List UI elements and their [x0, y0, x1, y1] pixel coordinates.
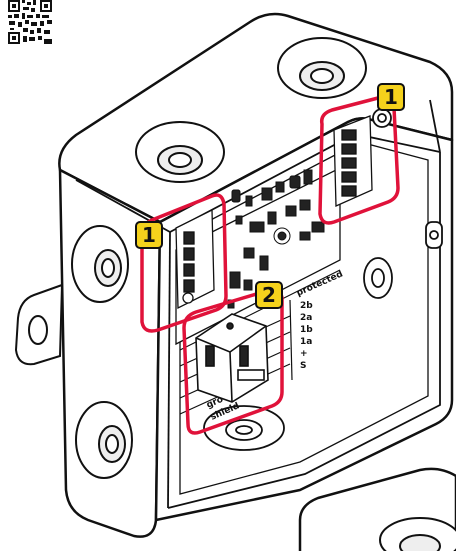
- pcb-board: [175, 166, 341, 346]
- callout-number: 2: [262, 283, 276, 307]
- terminal-label-plus: +: [300, 349, 308, 359]
- terminal-label-s: S: [300, 361, 306, 371]
- highlight-module: [182, 287, 284, 435]
- box-rim: [75, 99, 441, 509]
- screw-hole-top-right: [372, 108, 392, 128]
- callout-number: 1: [142, 223, 156, 247]
- callout-badge-2: 2: [255, 281, 283, 309]
- callout-badge-1-right: 1: [377, 83, 405, 111]
- terminal-block-right: [333, 115, 373, 207]
- cable-gland-top-right: [277, 37, 367, 99]
- qr-code-icon: [8, 0, 52, 44]
- callout-badge-1-left: 1: [135, 221, 163, 249]
- inner-knockout-right: [363, 257, 393, 299]
- terminal-label-2b: 2b: [300, 301, 313, 311]
- terminal-label-1b: 1b: [300, 325, 313, 335]
- second-box-partial: [298, 467, 456, 551]
- mounting-tab: [14, 283, 64, 366]
- cable-gland-front-lower: [75, 401, 133, 479]
- side-latch-right: [425, 221, 443, 249]
- terminal-block-left: [175, 208, 215, 310]
- terminal-label-2a: 2a: [300, 313, 312, 323]
- pcb-components: [227, 169, 325, 309]
- terminal-label-1a: 1a: [300, 337, 312, 347]
- inner-knockout-bottom: [203, 405, 285, 451]
- highlight-terminal-right: [318, 95, 400, 225]
- callout-number: 1: [384, 85, 398, 109]
- mounted-module: [195, 313, 269, 403]
- cable-gland-front-upper: [71, 225, 129, 303]
- cable-gland-top-left: [135, 121, 225, 183]
